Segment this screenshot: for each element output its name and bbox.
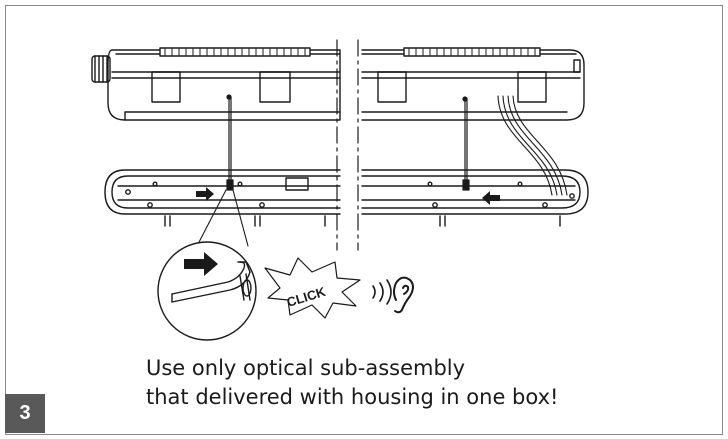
break-lines [336, 39, 359, 251]
optical-subassembly-left [104, 169, 341, 227]
arrow-right-icon [184, 252, 218, 276]
ear-icon [393, 276, 414, 314]
caption-line-2: that delivered with housing in one box! [146, 385, 559, 409]
optical-subassembly-right [361, 169, 589, 227]
arrow-left-icon [482, 191, 500, 205]
housing-right-half [361, 47, 585, 121]
arrow-right-icon [196, 187, 214, 201]
sound-waves-icon [372, 279, 392, 305]
instruction-caption: Use only optical sub-assembly that deliv… [146, 354, 706, 412]
instruction-frame [5, 5, 723, 435]
detail-callout [157, 189, 257, 341]
step-number-badge: 3 [5, 394, 45, 433]
power-cables [497, 95, 568, 196]
safety-wires [226, 94, 470, 191]
housing-left-half [91, 47, 341, 121]
click-burst-icon: CLICK [264, 257, 361, 319]
caption-line-1: Use only optical sub-assembly [146, 356, 466, 380]
